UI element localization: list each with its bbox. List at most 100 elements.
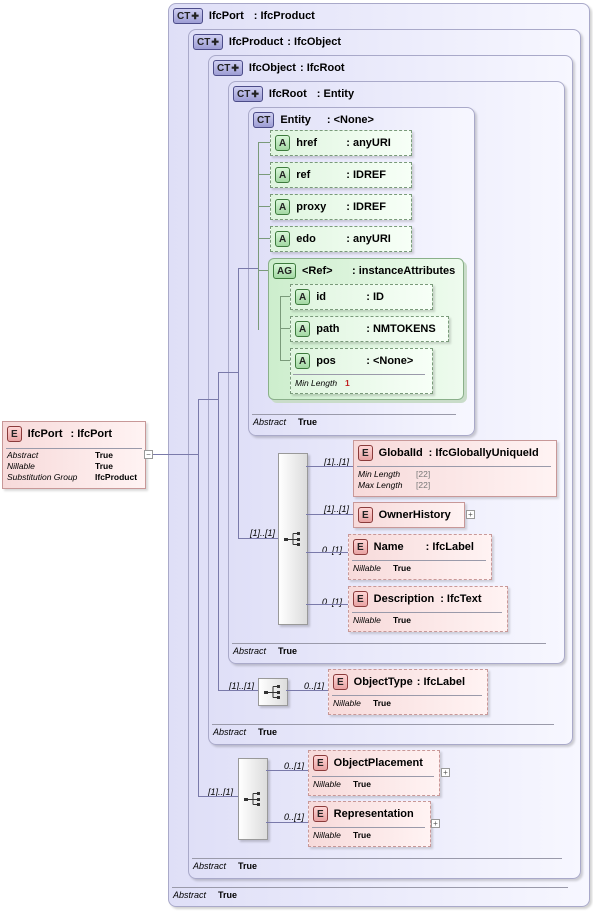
prop-key: Min Length bbox=[295, 378, 338, 388]
attribute-id[interactable]: A id : ID bbox=[290, 284, 433, 310]
element-header: E Description : IfcText bbox=[353, 591, 482, 607]
expand-toggle[interactable]: + bbox=[466, 510, 475, 519]
sequence-icon bbox=[264, 685, 280, 699]
attribute-type: : ID bbox=[366, 291, 384, 303]
attribute-edo[interactable]: A edo : anyURI bbox=[270, 226, 412, 252]
prop-key: Nillable bbox=[7, 461, 35, 471]
element-name: ObjectPlacement bbox=[333, 757, 423, 769]
attribute-href[interactable]: A href : anyURI bbox=[270, 130, 412, 156]
element-type: : IfcLabel bbox=[425, 541, 474, 553]
element-badge: E bbox=[353, 539, 368, 555]
expand-toggle[interactable]: + bbox=[441, 768, 450, 777]
attribute-type: : anyURI bbox=[346, 137, 391, 149]
prop-value: True bbox=[393, 563, 411, 573]
attribute-name: proxy bbox=[296, 201, 327, 213]
type-name: IfcProduct bbox=[228, 36, 284, 48]
type-name: Entity bbox=[280, 114, 311, 126]
prop-value: True bbox=[95, 461, 113, 471]
element-badge: E bbox=[7, 426, 22, 442]
element-globalid[interactable]: E GlobalId : IfcGloballyUniqueId Min Len… bbox=[353, 440, 557, 497]
attribute-type: : <None> bbox=[366, 355, 414, 367]
attribute-proxy[interactable]: A proxy : IDREF bbox=[270, 194, 412, 220]
type-header: CT Entity : <None> bbox=[253, 112, 374, 128]
attribute-type: : NMTOKENS bbox=[366, 323, 436, 335]
root-element-type: : IfcPort bbox=[70, 428, 113, 440]
attribute-badge: A bbox=[275, 167, 291, 183]
type-name: IfcObject bbox=[248, 62, 296, 74]
expand-toggle[interactable]: + bbox=[431, 819, 440, 828]
cardinality-label: 0..[1] bbox=[284, 812, 305, 822]
attribute-path[interactable]: A path : NMTOKENS bbox=[290, 316, 449, 342]
element-header: E Name : IfcLabel bbox=[353, 539, 474, 555]
element-name: Description bbox=[373, 593, 435, 605]
element-ownerhistory[interactable]: E OwnerHistory bbox=[353, 502, 465, 528]
attribute-type: : anyURI bbox=[346, 233, 391, 245]
prop-key: Max Length bbox=[358, 480, 403, 490]
element-header: E GlobalId : IfcGloballyUniqueId bbox=[358, 445, 539, 461]
attribute-type: : IDREF bbox=[346, 169, 386, 181]
type-base: : <None> bbox=[326, 114, 374, 126]
prop-key: Substitution Group bbox=[7, 472, 78, 482]
attribute-name: id bbox=[316, 291, 327, 303]
attribute-badge: A bbox=[295, 353, 311, 369]
element-name: Representation bbox=[333, 808, 414, 820]
type-base: : Entity bbox=[316, 88, 355, 100]
element-name: ObjectType bbox=[353, 676, 413, 688]
element-type: : IfcText bbox=[440, 593, 482, 605]
sequence-compositor-product[interactable] bbox=[238, 758, 268, 840]
attribute-badge: A bbox=[275, 135, 291, 151]
collapse-toggle[interactable]: − bbox=[144, 450, 153, 459]
complex-type-badge: CT✚ bbox=[173, 8, 203, 24]
prop-key: Nillable bbox=[313, 830, 341, 840]
element-properties: Min Length[22] Max Length[22] bbox=[358, 469, 430, 491]
element-type: : IfcGloballyUniqueId bbox=[428, 447, 539, 459]
element-header: E Representation bbox=[313, 806, 414, 822]
attribute-ref[interactable]: A ref : IDREF bbox=[270, 162, 412, 188]
attribute-pos[interactable]: A pos : <None> Min Length 1 bbox=[290, 348, 433, 394]
cardinality-label: [1]..[1] bbox=[324, 504, 350, 514]
cardinality-label: [1]..[1] bbox=[324, 457, 350, 467]
attribute-properties: Min Length 1 bbox=[295, 378, 350, 389]
complex-type-badge: CT✚ bbox=[213, 60, 243, 76]
attribute-name: ref bbox=[296, 169, 311, 181]
type-name: IfcRoot bbox=[268, 88, 307, 100]
cardinality-label: 0..[1] bbox=[322, 545, 343, 555]
sequence-compositor-root[interactable] bbox=[278, 453, 308, 625]
root-element-name: IfcPort bbox=[27, 428, 63, 440]
cardinality-label: [1]..[1] bbox=[208, 787, 234, 797]
prop-value: True bbox=[353, 779, 371, 789]
element-badge: E bbox=[333, 674, 348, 690]
element-header: E ObjectType : IfcLabel bbox=[333, 674, 465, 690]
type-base: : IfcObject bbox=[287, 36, 342, 48]
attribute-group-header: AG <Ref> : instanceAttributes bbox=[273, 263, 455, 279]
prop-value: True bbox=[393, 615, 411, 625]
prop-value: 1 bbox=[345, 378, 350, 388]
attribute-badge: A bbox=[295, 321, 311, 337]
attribute-type: : IDREF bbox=[346, 201, 386, 213]
prop-key: Abstract bbox=[7, 450, 39, 460]
element-name: GlobalId bbox=[378, 447, 423, 459]
prop-value: True bbox=[373, 698, 391, 708]
prop-value: True bbox=[95, 450, 113, 460]
attribute-name: pos bbox=[316, 355, 336, 367]
cardinality-label: 0..[1] bbox=[322, 597, 343, 607]
complex-type-badge: CT✚ bbox=[233, 86, 263, 102]
sequence-compositor-object[interactable] bbox=[258, 678, 288, 706]
attribute-name: edo bbox=[296, 233, 316, 245]
element-badge: E bbox=[313, 806, 328, 822]
type-header: CT✚ IfcPort : IfcProduct bbox=[173, 8, 315, 24]
